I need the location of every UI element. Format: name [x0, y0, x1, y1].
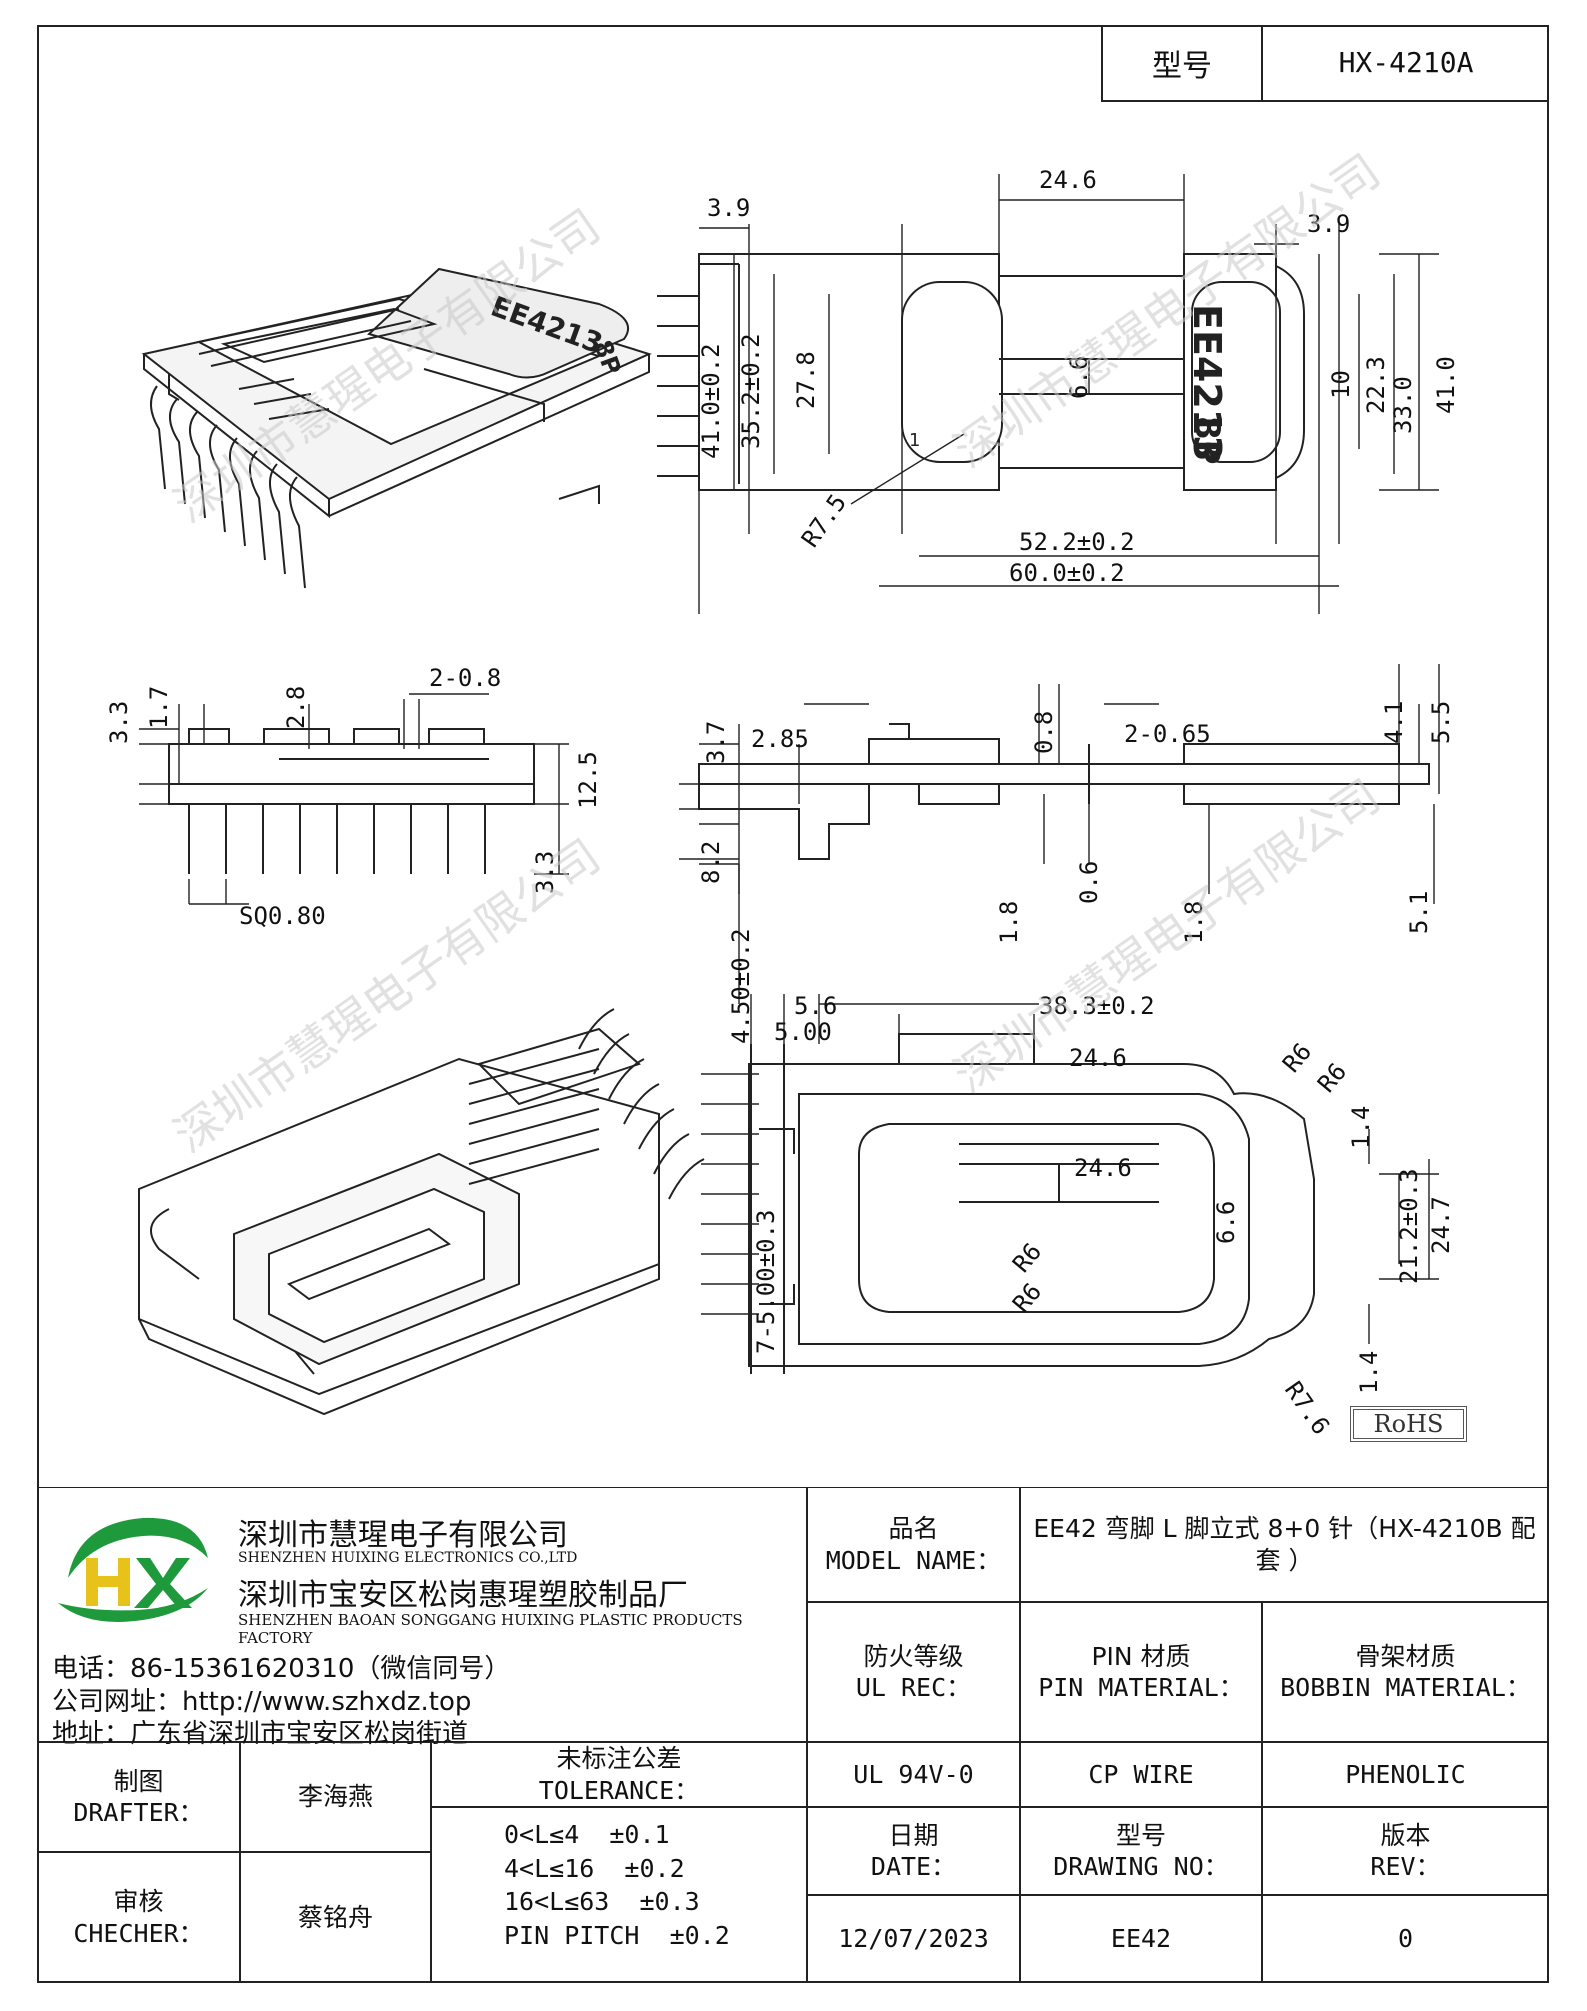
dim-bottom-4: 24.6 — [1069, 1044, 1127, 1072]
dim-top-13: 52.2±0.2 — [1019, 528, 1135, 556]
dim-bottom-7: 1.4 — [1347, 1106, 1375, 1149]
checker-name: 蔡铭舟 — [240, 1852, 431, 1983]
company-website[interactable]: 公司网址：http://www.szhxdz.top — [52, 1687, 472, 1717]
tolerance-label: 未标注公差 TOLERANCE： — [431, 1742, 807, 1807]
bottom-view — [748, 1033, 1315, 1374]
date-value: 12/07/2023 — [807, 1895, 1020, 1983]
dim-top-9: 22.3 — [1362, 356, 1390, 414]
dim-top-8: 10 — [1327, 370, 1355, 399]
tolerance-row: 16<L≤63 ±0.3 — [504, 1887, 700, 1916]
drawing-no-value: EE42 — [1020, 1895, 1262, 1983]
ul-rec-value: UL 94V-0 — [807, 1742, 1020, 1807]
dim-top-14: 60.0±0.2 — [1009, 559, 1125, 587]
model-header-value: HX-4210A — [1338, 46, 1474, 79]
company-info: 深圳市慧瑆电子有限公司 SHENZHEN HUIXING ELECTRONICS… — [37, 1487, 807, 1749]
dim-front-2: 2.85 — [751, 725, 809, 753]
top-marking-part: EE4213 — [1185, 304, 1229, 462]
bobbin-material-label: 骨架材质 BOBBIN MATERIAL： — [1262, 1602, 1549, 1742]
dim-bottom-1: 5.6 — [794, 992, 837, 1020]
dim-bottom-14: 24.7 — [1427, 1196, 1455, 1254]
technical-drawing: EE4213 8P EE4213 8P 1 — [39, 104, 1547, 1487]
tolerance-row: PIN PITCH ±0.2 — [504, 1920, 730, 1950]
dim-front-3: 0.8 — [1030, 711, 1058, 754]
dim-front-11: 5.1 — [1405, 891, 1433, 934]
dim-bottom-6: R6 — [1312, 1058, 1352, 1098]
checker-label: 审核 CHECHER： — [37, 1852, 240, 1983]
iso-view-bottom — [138, 1008, 705, 1416]
dim-bottom-2: 5.00 — [774, 1018, 832, 1046]
dim-top-11: 41.0 — [1432, 356, 1460, 414]
dim-front-4: 2-0.65 — [1124, 720, 1211, 748]
dim-front-12: 4.50±0.2 — [727, 928, 755, 1044]
rev-label: 版本 REV： — [1262, 1807, 1549, 1895]
dim-top-12: R7.5 — [796, 489, 852, 552]
top-marking-pin1: 1 — [909, 430, 920, 451]
dim-front-6: 5.5 — [1427, 701, 1455, 744]
dim-top-2: 24.6 — [1039, 166, 1097, 194]
tolerance-row: 4<L≤16 ±0.2 — [504, 1853, 685, 1883]
dim-top-4: 41.0±0.2 — [697, 343, 725, 459]
ul-rec-label: 防火等级 UL REC： — [807, 1602, 1020, 1742]
factory-name-en: SHENZHEN BAOAN SONGGANG HUIXING PLASTIC … — [238, 1611, 743, 1647]
company-name-en: SHENZHEN HUIXING ELECTRONICS CO.,LTD — [238, 1550, 578, 1566]
title-block: 深圳市慧瑆电子有限公司 SHENZHEN HUIXING ELECTRONICS… — [37, 1487, 1549, 1983]
factory-name-cn: 深圳市宝安区松岗惠瑆塑胶制品厂 — [238, 1578, 688, 1613]
side-view — [168, 728, 535, 874]
dim-top-6: 27.8 — [792, 351, 820, 409]
dim-front-7: 8.2 — [697, 841, 725, 884]
dim-side-3: 2.8 — [282, 686, 310, 729]
dim-side-1: 3.3 — [105, 701, 133, 744]
top-marking-pins: 8P — [1187, 416, 1227, 465]
dim-bottom-8: 24.6 — [1074, 1154, 1132, 1182]
dim-front-10: 1.8 — [1180, 901, 1208, 944]
dim-top-5: 35.2±0.2 — [737, 333, 765, 449]
company-name-cn: 深圳市慧瑆电子有限公司 — [238, 1518, 568, 1553]
rev-value: 0 — [1262, 1895, 1549, 1983]
dim-bottom-15: 1.4 — [1355, 1351, 1383, 1394]
dim-side-5: 12.5 — [574, 751, 602, 809]
model-header-box: 型号 HX-4210A — [1101, 25, 1549, 102]
pin-material-value: CP WIRE — [1020, 1742, 1262, 1807]
model-header-label: 型号 — [1103, 25, 1263, 100]
dim-front-1: 3.7 — [702, 721, 730, 764]
front-view — [698, 723, 1430, 860]
dim-bottom-12: 7-5.00±0.3 — [752, 1210, 780, 1355]
company-logo-icon — [58, 1517, 208, 1622]
drawing-no-label: 型号 DRAWING NO： — [1020, 1807, 1262, 1895]
dim-bottom-5: R6 — [1277, 1038, 1317, 1078]
model-name-value: EE42 弯脚 L 脚立式 8+0 针（HX-4210B 配套 ） — [1020, 1487, 1549, 1602]
dim-top-1: 3.9 — [707, 194, 750, 222]
dim-bottom-9: 6.6 — [1212, 1201, 1240, 1244]
dim-side-2: 1.7 — [145, 686, 173, 729]
iso-view-top — [141, 267, 652, 589]
tolerance-row: 0<L≤4 ±0.1 — [504, 1820, 670, 1849]
company-address: 地址：广东省深圳市宝安区松岗街道 — [52, 1719, 469, 1749]
dim-side-6: 3.3 — [531, 851, 559, 894]
dim-front-9: 1.8 — [995, 901, 1023, 944]
dim-bottom-3: 38.3±0.2 — [1039, 992, 1155, 1020]
dim-top-3: 3.9 — [1307, 210, 1350, 238]
bobbin-material-value: PHENOLIC — [1262, 1742, 1549, 1807]
dim-top-7: 6.6 — [1065, 356, 1093, 399]
watermark: 深圳市慧瑆电子有限公司 — [944, 144, 1389, 478]
tolerance-table: 0<L≤4 ±0.1 4<L≤16 ±0.2 16<L≤63 ±0.3 PIN … — [431, 1807, 807, 1983]
drawing-canvas: EE4213 8P EE4213 8P 1 — [105, 144, 1460, 1440]
drafter-name: 李海燕 — [240, 1742, 431, 1852]
company-phone: 电话：86-15361620310（微信同号） — [52, 1654, 511, 1684]
date-label: 日期 DATE： — [807, 1807, 1020, 1895]
dim-top-10: 33.0 — [1389, 376, 1417, 434]
dim-bottom-13: 21.2±0.3 — [1395, 1168, 1423, 1284]
rohs-mark: RoHS — [1350, 1406, 1467, 1442]
dim-side-4: 2-0.8 — [429, 664, 501, 692]
dim-front-5: 4.1 — [1380, 701, 1408, 744]
dim-bottom-16: R7.6 — [1279, 1376, 1335, 1439]
model-name-label: 品名 MODEL NAME： — [807, 1487, 1020, 1602]
dim-side-7: SQ0.80 — [239, 902, 326, 930]
drafter-label: 制图 DRAFTER： — [37, 1742, 240, 1852]
pin-material-label: PIN 材质 PIN MATERIAL： — [1020, 1602, 1262, 1742]
dim-front-8: 0.6 — [1075, 861, 1103, 904]
